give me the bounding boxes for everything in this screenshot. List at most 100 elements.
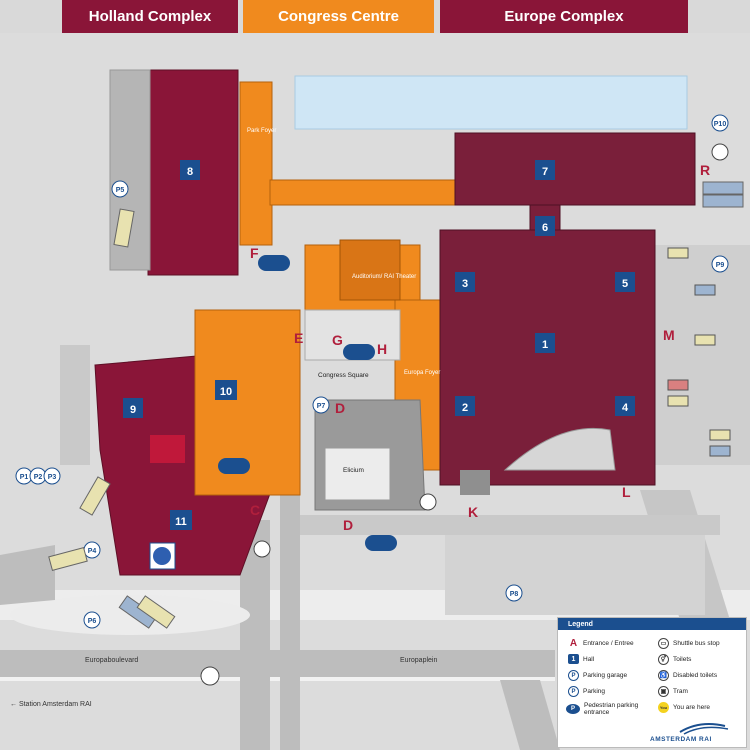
parking-p4: P4 <box>83 541 101 559</box>
hall-icon: 1 <box>568 654 579 664</box>
entrance-h: H <box>377 341 387 357</box>
svg-text:P3: P3 <box>48 474 57 481</box>
svg-text:P10: P10 <box>714 121 727 128</box>
shuttle-bus-icon <box>253 143 729 558</box>
you-are-here-emblem <box>149 542 176 570</box>
entrance-markers: C D D E F G H K L M R <box>250 162 710 533</box>
svg-text:3: 3 <box>462 278 468 290</box>
entrance-l: L <box>622 484 631 500</box>
legend-entrance: A Entrance / Entree <box>569 637 634 649</box>
tram-icon <box>200 666 220 686</box>
tab-congress-centre[interactable]: Congress Centre <box>243 0 434 33</box>
tab-europe-complex[interactable]: Europe Complex <box>440 0 688 33</box>
svg-text:8: 8 <box>187 166 193 178</box>
svg-text:11: 11 <box>175 516 187 528</box>
parking-markers: P1 P2 P3 P4 P5 P6 P7 P8 P9 P10 <box>15 114 729 629</box>
pedestrian-p1 <box>218 458 250 474</box>
hall-6-marker: 6 <box>535 216 555 236</box>
entrance-r: R <box>700 162 710 178</box>
hall-5-marker: 5 <box>615 272 635 292</box>
hall-9-marker: 9 <box>123 398 143 418</box>
hall-8-marker: 8 <box>180 160 200 180</box>
tab-holland-complex[interactable]: Holland Complex <box>62 0 238 33</box>
pedestrian-p3 <box>258 255 290 271</box>
legend: Legend A Entrance / Entree 1 Hall P Park… <box>557 617 747 748</box>
label-congress-square: Congress Square <box>318 372 369 379</box>
entrance-icon: A <box>569 637 578 649</box>
legend-parking-garage: P Parking garage <box>568 670 627 681</box>
parking-p6: P6 <box>83 611 101 629</box>
entrance-g: G <box>332 332 343 348</box>
label-europa-foyer: Europa Foyer <box>404 370 440 376</box>
shuttle-bus-icon: ▭ <box>658 638 669 649</box>
rai-wave-icon <box>679 723 729 735</box>
hall-2-marker: 2 <box>455 396 475 416</box>
entrance-d-north: D <box>335 400 345 416</box>
legend-parking: P Parking <box>568 686 605 697</box>
legend-shuttle: ▭ Shuttle bus stop <box>658 638 720 649</box>
label-elicium: Elicium <box>343 467 364 474</box>
parking-p8: P8 <box>505 584 523 602</box>
hall-4-marker: 4 <box>615 396 635 416</box>
svg-text:P9: P9 <box>716 262 725 269</box>
road-europaboulevard <box>0 650 555 680</box>
parking-p3: P3 <box>43 467 61 485</box>
pedestrian-icon: P <box>566 704 580 714</box>
parking-p10: P10 <box>711 114 729 132</box>
road-label-europaboulevard: Europaboulevard <box>85 657 138 664</box>
legend-toilets: ⚥ Toilets <box>658 654 691 665</box>
water-basin <box>294 75 688 130</box>
hall-11-marker: 11 <box>170 510 192 530</box>
label-park-foyer: Park Foyer <box>247 128 276 134</box>
svg-text:7: 7 <box>542 166 548 178</box>
legend-title: Legend <box>558 618 746 630</box>
pedestrian-entrances <box>218 255 397 551</box>
hall-7-marker: 7 <box>535 160 555 180</box>
svg-text:10: 10 <box>220 386 232 398</box>
station-label: ← Station Amsterdam RAI <box>10 701 92 708</box>
elicium-building <box>324 447 391 501</box>
entrance-c: C <box>250 502 260 518</box>
amsterdam-rai-logo: AMSTERDAM RAI <box>650 720 745 746</box>
svg-text:P1: P1 <box>20 474 29 481</box>
legend-tram: ▣ Tram <box>658 686 688 697</box>
svg-text:P8: P8 <box>510 591 519 598</box>
parking-icon: P <box>568 686 579 697</box>
parking-p5: P5 <box>111 180 129 198</box>
tram-icon: ▣ <box>658 686 669 697</box>
svg-text:P7: P7 <box>317 403 326 410</box>
svg-text:6: 6 <box>542 222 548 234</box>
hall-markers: 1 2 3 4 5 6 7 8 9 10 11 <box>123 160 635 530</box>
legend-pedestrian: P Pedestrian parking entrance <box>566 702 661 716</box>
svg-text:4: 4 <box>622 402 629 414</box>
entrance-d-south: D <box>343 517 353 533</box>
hall-10-marker: 10 <box>215 380 237 400</box>
svg-text:P6: P6 <box>88 618 97 625</box>
svg-text:2: 2 <box>462 402 468 414</box>
toilets-icon: ⚥ <box>658 654 669 665</box>
svg-text:9: 9 <box>130 404 136 416</box>
parked-cars <box>667 247 731 457</box>
road-label-europaplein: Europaplein <box>400 657 437 664</box>
svg-text:P5: P5 <box>116 187 125 194</box>
europe-complex <box>439 132 696 486</box>
legend-you-are-here: You You are here <box>658 702 710 713</box>
svg-text:P2: P2 <box>34 474 43 481</box>
entrance-e: E <box>294 330 303 346</box>
svg-text:1: 1 <box>542 339 548 351</box>
entrance-m: M <box>663 327 675 343</box>
pedestrian-p2 <box>365 535 397 551</box>
parking-p9: P9 <box>711 255 729 273</box>
disabled-toilets-icon: ♿ <box>658 670 669 681</box>
svg-text:5: 5 <box>622 278 628 290</box>
vehicles <box>48 181 744 629</box>
parking-p7: P7 <box>312 396 330 414</box>
parking-garage-icon: P <box>568 670 579 681</box>
label-auditorium: Auditorium/ RAI Theater <box>352 274 416 280</box>
legend-hall: 1 Hall <box>568 654 594 664</box>
hall-1-marker: 1 <box>535 333 555 353</box>
entrance-k: K <box>468 504 478 520</box>
legend-disabled-toilets: ♿ Disabled toilets <box>658 670 718 681</box>
pedestrian-p7 <box>343 344 375 360</box>
